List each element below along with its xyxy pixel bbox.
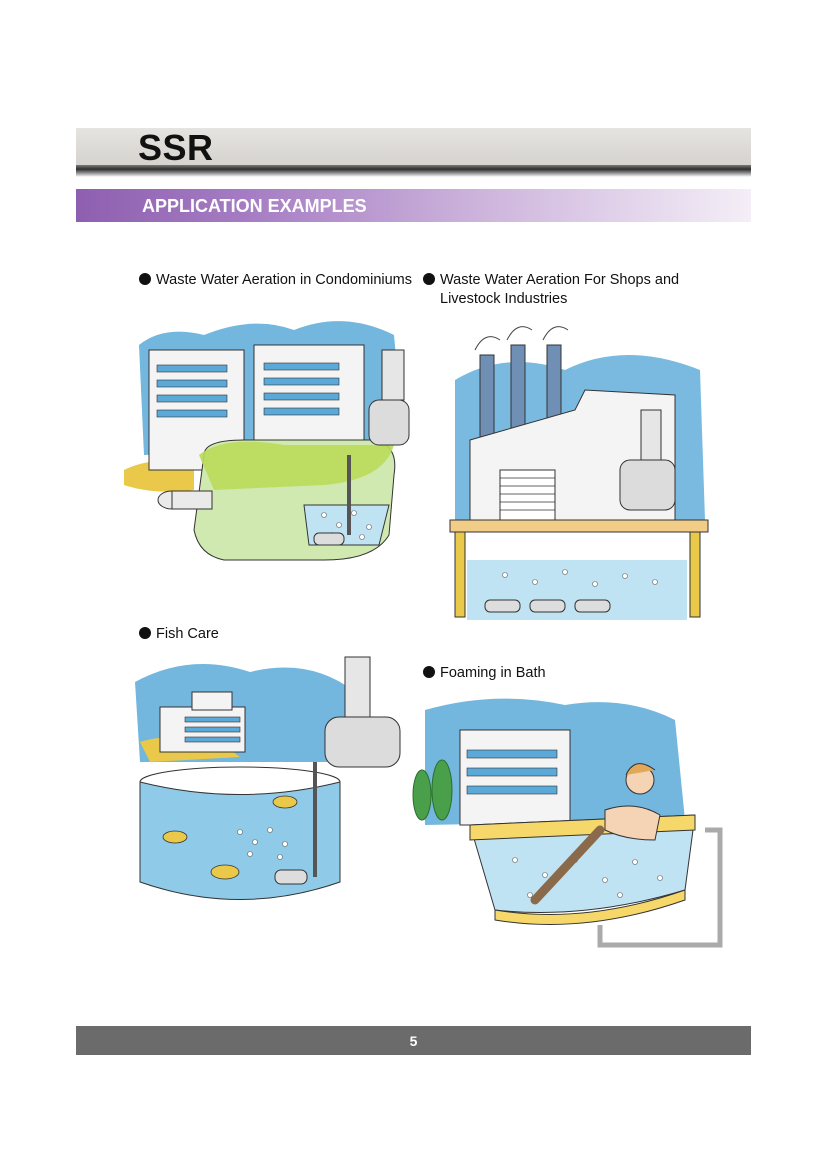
section-bar xyxy=(76,189,751,222)
caption-fish-care: Fish Care xyxy=(139,625,219,644)
footer-bar xyxy=(76,1026,751,1055)
bullet-icon xyxy=(423,273,435,285)
bullet-icon xyxy=(423,666,435,678)
fish-care-illustration xyxy=(135,656,401,900)
page-number: 5 xyxy=(409,1033,418,1049)
bullet-icon xyxy=(139,273,151,285)
caption-condominiums: Waste Water Aeration in Condominiums xyxy=(139,271,412,290)
condominium-aeration-illustration xyxy=(124,321,410,561)
section-title: APPLICATION EXAMPLES xyxy=(142,196,367,216)
header-band xyxy=(76,128,751,165)
foaming-bath-illustration xyxy=(412,698,723,948)
caption-foaming-bath: Foaming in Bath xyxy=(423,664,546,683)
factory-aeration-illustration xyxy=(449,326,709,620)
brand-title: SSR xyxy=(138,127,214,168)
bullet-icon xyxy=(139,627,151,639)
header-rule xyxy=(76,165,751,177)
caption-shops-livestock: Waste Water Aeration For Shops and Lives… xyxy=(423,271,679,309)
